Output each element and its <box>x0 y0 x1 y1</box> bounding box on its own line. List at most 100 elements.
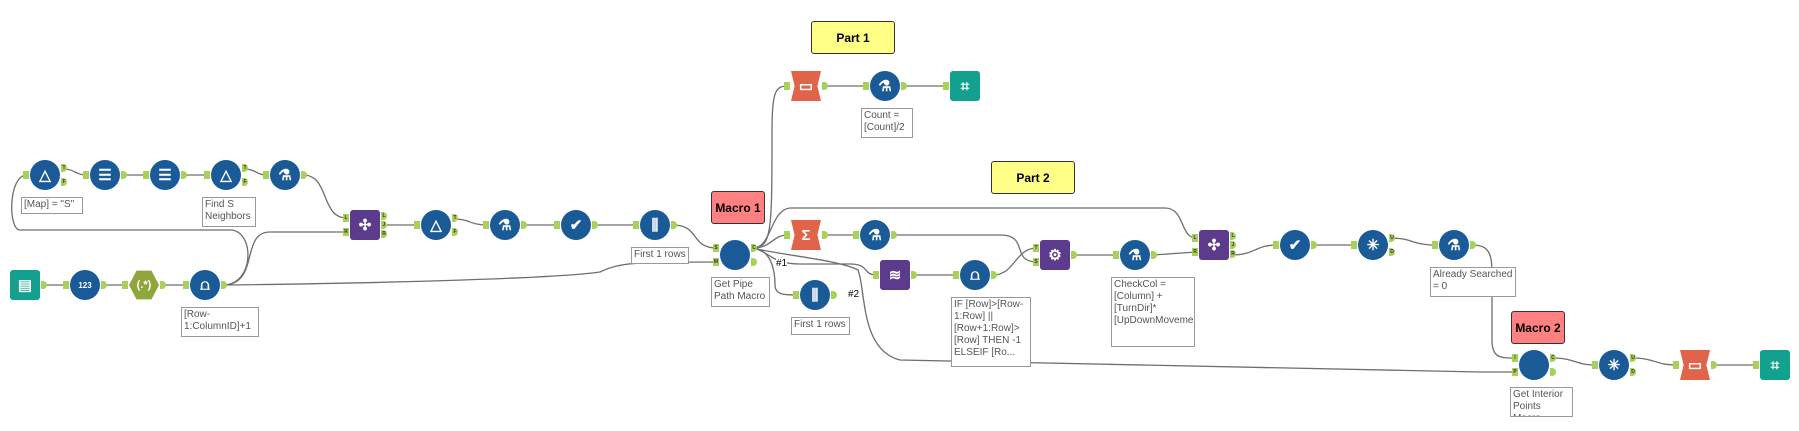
output-anchor[interactable]: F <box>61 178 67 186</box>
output-anchor[interactable] <box>1470 241 1476 249</box>
output-anchor[interactable] <box>221 281 227 289</box>
input-anchor[interactable] <box>483 221 489 229</box>
output-anchor[interactable] <box>822 82 828 90</box>
output-anchor[interactable] <box>822 231 828 239</box>
output-anchor[interactable] <box>121 171 127 179</box>
tool-formula6[interactable]: ⚗ <box>1439 230 1469 260</box>
input-anchor[interactable]: T <box>1033 244 1039 252</box>
tool-select4[interactable]: ✔ <box>1280 230 1310 260</box>
output-anchor[interactable] <box>751 258 757 266</box>
tool-recordid[interactable]: 123 <box>70 270 100 300</box>
output-anchor[interactable]: R <box>1230 250 1236 258</box>
tool-formula5[interactable]: ⚗ <box>1120 240 1150 270</box>
output-anchor[interactable] <box>41 281 47 289</box>
tool-join2[interactable]: ✣ <box>1199 230 1229 260</box>
tool-crosstab1[interactable]: ▭ <box>791 71 821 101</box>
input-anchor[interactable] <box>204 171 210 179</box>
input-anchor[interactable] <box>953 271 959 279</box>
input-anchor[interactable] <box>784 82 790 90</box>
tool-select3[interactable]: ✔ <box>561 210 591 240</box>
input-anchor[interactable] <box>23 171 29 179</box>
input-anchor[interactable] <box>63 281 69 289</box>
input-anchor[interactable] <box>1592 361 1598 369</box>
output-anchor[interactable]: L <box>1230 232 1236 240</box>
input-anchor[interactable] <box>873 271 879 279</box>
output-anchor[interactable]: C <box>751 244 757 252</box>
input-anchor[interactable] <box>1673 361 1679 369</box>
input-anchor[interactable]: R <box>343 228 349 236</box>
tool-gears[interactable]: ⚙ <box>1040 240 1070 270</box>
output-anchor[interactable] <box>911 271 917 279</box>
tool-browse1[interactable]: ⌗ <box>950 71 980 101</box>
output-anchor[interactable]: D <box>1389 248 1395 256</box>
input-anchor[interactable] <box>143 171 149 179</box>
input-anchor[interactable] <box>554 221 560 229</box>
container-part1[interactable]: Part 1 <box>811 21 895 54</box>
output-anchor[interactable] <box>1711 361 1717 369</box>
tool-macro1tool[interactable] <box>720 240 750 270</box>
output-anchor[interactable]: J <box>1230 241 1236 249</box>
input-anchor[interactable] <box>263 171 269 179</box>
input-anchor[interactable] <box>414 221 420 229</box>
output-anchor[interactable]: R <box>381 230 387 238</box>
output-anchor[interactable] <box>831 291 837 299</box>
output-anchor[interactable] <box>1311 241 1317 249</box>
output-anchor[interactable] <box>891 231 897 239</box>
input-anchor[interactable] <box>633 221 639 229</box>
input-anchor[interactable] <box>784 231 790 239</box>
tool-sample1[interactable]: ⫼ <box>640 210 670 240</box>
container-macro2[interactable]: Macro 2 <box>1511 311 1565 344</box>
input-anchor[interactable] <box>83 171 89 179</box>
input-anchor[interactable]: S <box>713 244 719 252</box>
output-anchor[interactable]: F <box>452 228 458 236</box>
input-anchor[interactable] <box>122 281 128 289</box>
tool-summarize[interactable]: Σ <box>791 220 821 250</box>
output-anchor[interactable]: L <box>381 212 387 220</box>
tool-macro2tool[interactable] <box>1519 350 1549 380</box>
input-anchor[interactable]: L <box>343 214 349 222</box>
input-anchor[interactable]: R <box>1192 248 1198 256</box>
output-anchor[interactable] <box>1151 251 1157 259</box>
input-anchor[interactable]: I <box>1512 354 1518 362</box>
tool-formula2[interactable]: ⚗ <box>490 210 520 240</box>
tool-multirow1[interactable]: ⩍ <box>190 270 220 300</box>
tool-formula1[interactable]: ⚗ <box>270 160 300 190</box>
output-anchor[interactable] <box>101 281 107 289</box>
tool-select1[interactable]: ☰ <box>90 160 120 190</box>
input-anchor[interactable] <box>853 231 859 239</box>
output-anchor[interactable] <box>901 82 907 90</box>
container-macro1[interactable]: Macro 1 <box>711 191 765 224</box>
input-anchor[interactable] <box>793 291 799 299</box>
output-anchor[interactable] <box>181 171 187 179</box>
container-part2[interactable]: Part 2 <box>991 161 1075 194</box>
tool-unique2[interactable]: ✳ <box>1599 350 1629 380</box>
output-anchor[interactable]: T <box>61 164 67 172</box>
output-anchor[interactable]: F <box>242 178 248 186</box>
input-anchor[interactable] <box>1753 361 1759 369</box>
input-anchor[interactable] <box>863 82 869 90</box>
tool-crosstab2[interactable]: ▭ <box>1680 350 1710 380</box>
input-anchor[interactable] <box>183 281 189 289</box>
input-anchor[interactable]: M <box>713 258 719 266</box>
output-anchor[interactable]: T <box>242 164 248 172</box>
input-anchor[interactable] <box>1113 251 1119 259</box>
tool-filter3[interactable]: △ <box>421 210 451 240</box>
input-anchor[interactable]: S <box>1033 258 1039 266</box>
output-anchor[interactable] <box>1071 251 1077 259</box>
tool-browse2[interactable]: ⌗ <box>1760 350 1790 380</box>
tool-sample2[interactable]: ⫼ <box>800 280 830 310</box>
output-anchor[interactable]: T <box>452 214 458 222</box>
input-anchor[interactable]: L <box>1192 234 1198 242</box>
output-anchor[interactable] <box>160 281 166 289</box>
tool-join1[interactable]: ✣ <box>350 210 380 240</box>
output-anchor[interactable] <box>1550 368 1556 376</box>
input-anchor[interactable] <box>1273 241 1279 249</box>
tool-filter1[interactable]: △ <box>30 160 60 190</box>
tool-filter2[interactable]: △ <box>211 160 241 190</box>
tool-input1[interactable]: ▤ <box>10 270 40 300</box>
tool-formula4[interactable]: ⚗ <box>860 220 890 250</box>
output-anchor[interactable]: U <box>1389 234 1395 242</box>
output-anchor[interactable] <box>671 221 677 229</box>
input-anchor[interactable] <box>1432 241 1438 249</box>
tool-dna[interactable]: ≋ <box>880 260 910 290</box>
